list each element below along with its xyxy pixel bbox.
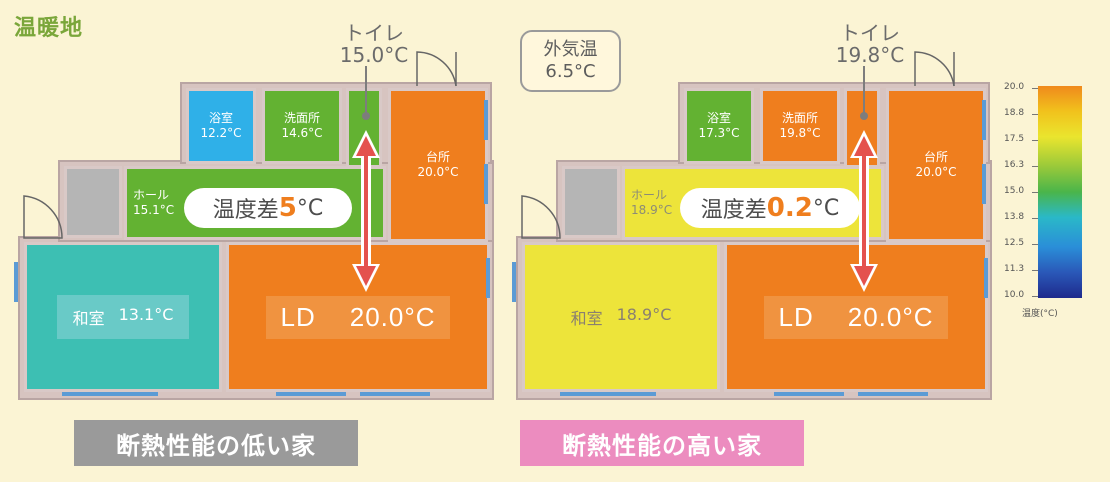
legend-tick-label: 15.0 [1004, 186, 1025, 196]
window [774, 392, 844, 396]
legend-tick-mark [1032, 296, 1038, 297]
window [62, 392, 158, 396]
room-ld-name: LD [280, 301, 316, 332]
room-washitsu-name: 和室 [72, 309, 105, 328]
room-washroom-name: 洗面所 [781, 111, 818, 125]
legend-tick-label: 13.8 [1004, 212, 1025, 222]
room-washitsu: 和室 13.1°C [24, 242, 222, 392]
legend-tick-label: 20.0 [1004, 82, 1025, 92]
window [484, 100, 488, 140]
temp-diff-value: 0.2 [766, 193, 813, 223]
room-washroom: 洗面所 19.8°C [760, 88, 840, 164]
room-washroom-name: 洗面所 [283, 111, 320, 125]
room-hall-name: ホール [631, 188, 668, 202]
toilet-temp: 15.0°C [339, 43, 409, 67]
window [484, 164, 488, 204]
room-kitchen: 台所 20.0°C [886, 88, 986, 242]
room-kitchen-name: 台所 [425, 150, 450, 164]
outside-temp-box: 外気温 6.5°C [520, 30, 621, 92]
window [276, 392, 346, 396]
room-kitchen-temp: 20.0°C [915, 165, 957, 179]
room-washroom-temp: 19.8°C [779, 126, 821, 140]
room-ld: LD 20.0°C [724, 242, 988, 392]
room-washitsu-temp: 18.9°C [616, 305, 672, 324]
temp-diff-prefix: 温度差 [212, 198, 279, 223]
legend-tick-label: 12.5 [1004, 238, 1025, 248]
room-bath: 浴室 12.2°C [186, 88, 256, 164]
window [982, 100, 986, 140]
window [512, 262, 516, 302]
room-ld-temp: 20.0°C [349, 301, 436, 332]
legend-tick-mark [1032, 192, 1038, 193]
toilet-temp: 19.8°C [835, 43, 905, 67]
window [486, 258, 490, 298]
window [560, 392, 656, 396]
room-kitchen-name: 台所 [923, 150, 948, 164]
legend-tick-mark [1032, 270, 1038, 271]
window [14, 262, 18, 302]
room-entrance [64, 166, 122, 238]
legend-tick-label: 18.8 [1004, 108, 1025, 118]
legend-tick-label: 10.0 [1004, 290, 1025, 300]
outside-temp: 6.5°C [545, 61, 596, 82]
legend-tick-mark [1032, 114, 1038, 115]
room-bath-name: 浴室 [208, 111, 233, 125]
window [984, 258, 988, 298]
legend-unit: 温度(°C) [1022, 309, 1058, 319]
toilet-callout: トイレ 19.8°C [826, 22, 914, 66]
caption-low: 断熱性能の低い家 [74, 420, 358, 466]
temp-diff-unit: °C [812, 195, 840, 221]
room-washroom-temp: 14.6°C [281, 126, 323, 140]
window [858, 392, 928, 396]
temp-diff-unit: °C [296, 195, 324, 221]
room-bath-temp: 17.3°C [698, 126, 740, 140]
room-bath: 浴室 17.3°C [684, 88, 754, 164]
toilet-label: トイレ [840, 21, 900, 45]
legend-color-bar [1038, 86, 1082, 298]
heading: 温暖地 [14, 16, 84, 41]
toilet-label: トイレ [344, 21, 404, 45]
room-bath-temp: 12.2°C [200, 126, 242, 140]
toilet-callout: トイレ 15.0°C [330, 22, 418, 66]
legend-tick-mark [1032, 244, 1038, 245]
room-hall-name: ホール [133, 188, 170, 202]
room-entrance [562, 166, 620, 238]
temp-diff-value: 5 [278, 193, 297, 223]
caption-high: 断熱性能の高い家 [520, 420, 804, 466]
room-hall-temp: 15.1°C [133, 203, 175, 217]
legend-tick-label: 17.5 [1004, 134, 1025, 144]
temp-diff-prefix: 温度差 [700, 198, 767, 223]
room-washitsu-temp: 13.1°C [118, 305, 174, 324]
room-kitchen-temp: 20.0°C [417, 165, 459, 179]
room-hall-temp: 18.9°C [631, 203, 673, 217]
room-washitsu-name: 和室 [570, 309, 603, 328]
room-ld-temp: 20.0°C [847, 301, 934, 332]
window [982, 164, 986, 204]
outside-label: 外気温 [543, 39, 598, 60]
room-washitsu: 和室 18.9°C [522, 242, 720, 392]
window [360, 392, 430, 396]
legend-tick-mark [1032, 166, 1038, 167]
legend-tick-label: 16.3 [1004, 160, 1025, 170]
room-ld-name: LD [778, 301, 814, 332]
room-washroom: 洗面所 14.6°C [262, 88, 342, 164]
legend-tick-mark [1032, 88, 1038, 89]
room-bath-name: 浴室 [706, 111, 731, 125]
legend-tick-label: 11.3 [1004, 264, 1025, 274]
legend-tick-mark [1032, 140, 1038, 141]
legend-tick-mark [1032, 218, 1038, 219]
